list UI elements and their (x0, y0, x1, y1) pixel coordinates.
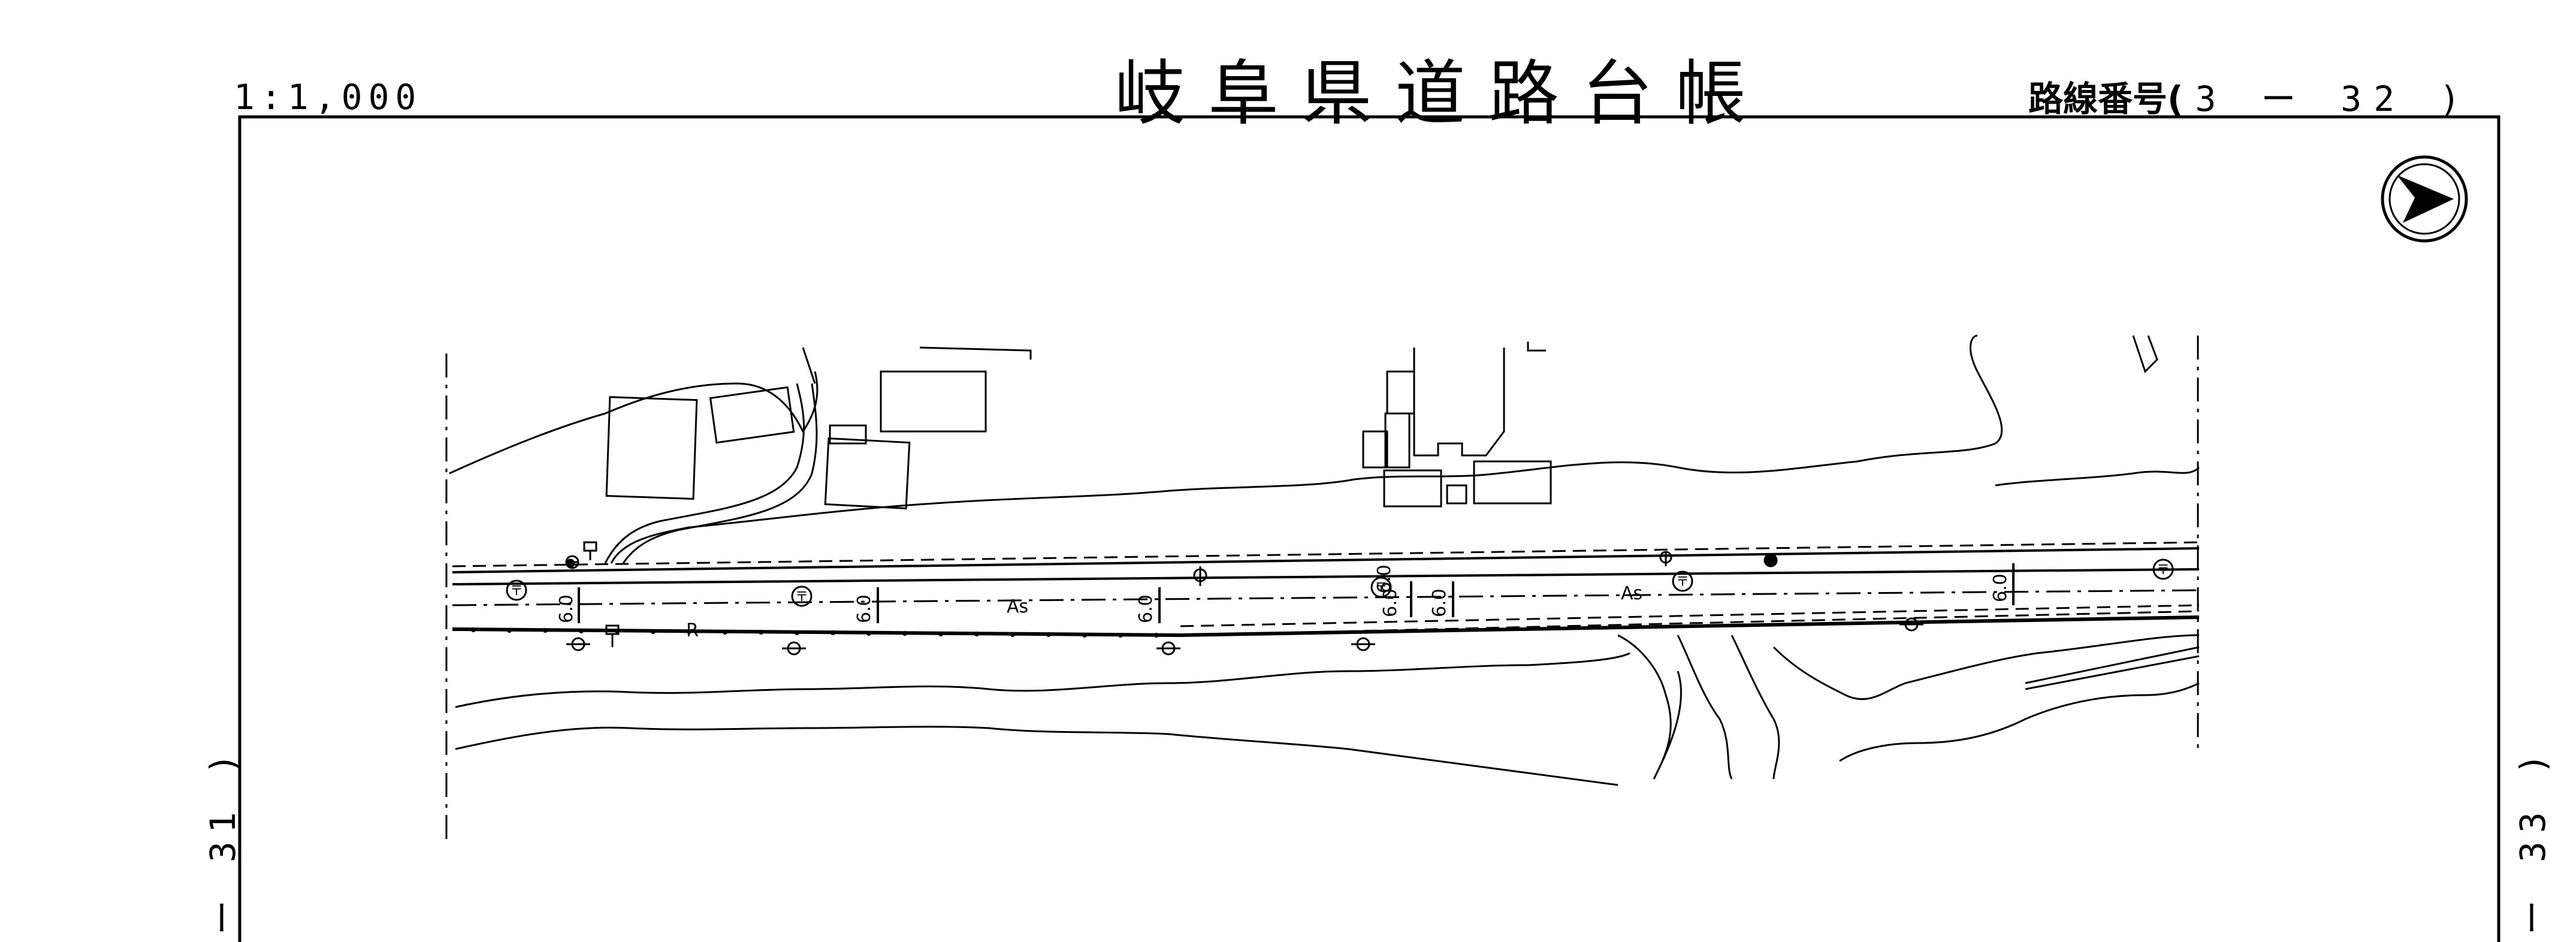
map-scale: 1:1,000 (234, 77, 422, 117)
width-label: 6.0 (556, 594, 577, 623)
side-road (604, 383, 818, 564)
route-number-value: 3 ー 32 ) (2195, 78, 2472, 119)
post-office-label: 〒 (1676, 575, 1689, 590)
utility-pole-icon (782, 641, 806, 656)
page-title: 岐阜県道路台帳 (1115, 52, 1769, 135)
post-office-icon (1672, 570, 1693, 592)
post-office-label: 〒 (795, 590, 808, 605)
width-label: 6.0 (1990, 573, 2011, 602)
signal-icon (605, 624, 620, 647)
river-label: R (686, 620, 699, 641)
post-office-icon (2152, 558, 2174, 580)
post-office-label: 〒 (2157, 563, 2170, 578)
width-ticks (578, 563, 2015, 623)
width-label: 6.0 (1380, 588, 1401, 617)
post-office-label: 〒 (1375, 581, 1388, 596)
route-label: 路線番号( (2028, 78, 2184, 119)
width-label: 6.0 (854, 594, 875, 623)
width-label: 6.0 (1429, 588, 1450, 617)
buildings (605, 342, 1552, 510)
utility-pole-icon (1351, 637, 1375, 651)
road-centerline (452, 589, 2200, 606)
post-office-icon (1370, 576, 1392, 598)
utility-pole-icon (566, 637, 590, 651)
route-number: 路線番号( 3 ー 32 ) (2028, 71, 2472, 121)
post-office-icon (791, 585, 813, 607)
map-frame (238, 115, 2500, 942)
signal-icon (1763, 553, 1778, 567)
signal-icon (583, 541, 597, 560)
utility-pole-icon (1156, 641, 1180, 656)
signal-icon (566, 558, 575, 568)
terrain-lines (449, 334, 2200, 786)
road-dashed-lines (452, 541, 2200, 636)
surface-label: As (1621, 583, 1642, 604)
post-office-symbols (506, 558, 2174, 607)
signal-icon (1193, 566, 1207, 586)
post-office-label: 〒 (510, 584, 523, 599)
roadside-symbols (565, 541, 1923, 656)
map-extent-lines (445, 336, 2199, 845)
north-arrow-icon (2381, 155, 2468, 243)
signal-icon (1659, 551, 1672, 566)
width-label: 6.0 (1136, 594, 1156, 623)
utility-pole-icon (1899, 617, 1923, 632)
post-office-icon (506, 579, 527, 601)
surface-label: As (1007, 596, 1028, 617)
